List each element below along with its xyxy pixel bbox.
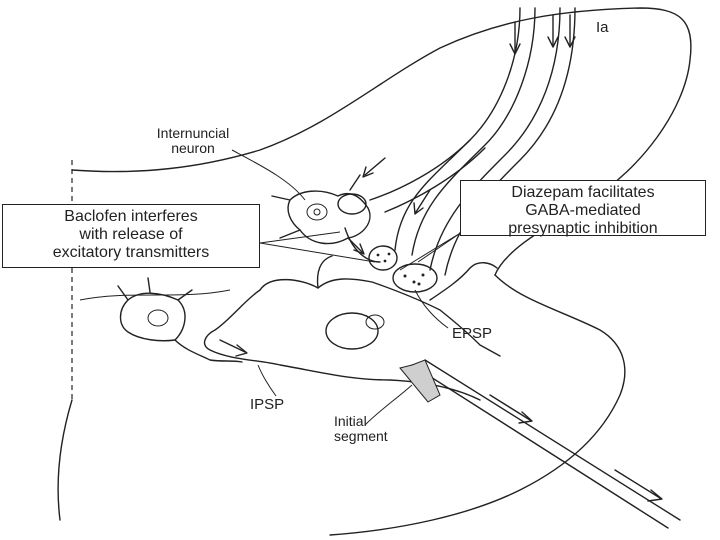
motor-neuron xyxy=(203,255,501,401)
ipsp-text: IPSP xyxy=(250,396,285,413)
leader-epsp xyxy=(414,289,449,329)
inhibitory-neuron xyxy=(117,277,248,363)
baclofen-line-2: with release of xyxy=(79,225,183,243)
segment-line-2: segment xyxy=(334,428,388,445)
arrow-icon xyxy=(362,14,576,215)
diazepam-line-1: Diazepam facilitates xyxy=(511,184,655,201)
baclofen-line-1: Baclofen interferes xyxy=(64,208,198,225)
ia-text: Ia xyxy=(596,19,609,36)
leader-ipsp xyxy=(257,364,277,397)
branch-to-interneuron-2 xyxy=(384,147,486,213)
ia-fiber-right xyxy=(429,7,561,271)
ia-fiber-left-2 xyxy=(411,7,536,256)
branch-to-interneuron xyxy=(369,139,471,201)
interneuron-line-1: Internuncial xyxy=(156,125,230,141)
ia-fiber-label: Ia xyxy=(596,19,609,37)
axon xyxy=(399,359,681,529)
baclofen-line-3: excitatory transmitters xyxy=(52,243,210,261)
presynaptic-terminal-1 xyxy=(368,245,398,271)
epsp-label: EPSP xyxy=(452,325,493,343)
leader-interneuron xyxy=(231,149,306,201)
leader-baclofen xyxy=(259,231,376,263)
diazepam-line-2: GABA-mediated xyxy=(525,201,641,219)
initial-segment-label: Initial segment xyxy=(334,413,388,445)
baclofen-callout: Baclofen interferes with release of exci… xyxy=(2,204,260,268)
diazepam-line-3: presynaptic inhibition xyxy=(508,219,658,237)
leader-segment xyxy=(364,384,413,426)
diazepam-callout: Diazepam facilitates GABA-mediated presy… xyxy=(460,180,706,237)
grey-matter-border xyxy=(79,289,231,301)
segment-line-1: Initial xyxy=(334,413,367,429)
cord-outline-right xyxy=(329,274,626,536)
interneuron-label: Internuncial neuron xyxy=(128,125,258,157)
internuncial-neuron xyxy=(271,174,381,263)
ipsp-label: IPSP xyxy=(250,396,285,414)
epsp-text: EPSP xyxy=(452,325,493,342)
leader-diazepam xyxy=(399,231,463,271)
presynaptic-terminal-2 xyxy=(392,263,438,293)
interneuron-line-2: neuron xyxy=(171,140,215,157)
cord-outline-bottom-left xyxy=(57,399,73,521)
